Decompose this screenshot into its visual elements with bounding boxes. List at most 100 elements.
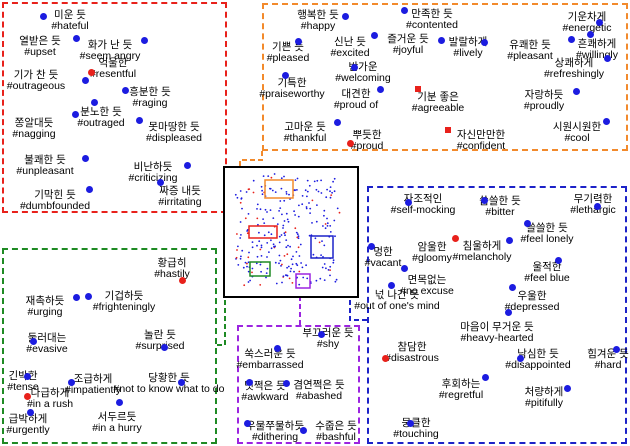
word-korean: 침울하게 — [462, 240, 502, 252]
word-english-tag: #melancholy — [452, 251, 512, 263]
overview-point — [293, 270, 295, 273]
overview-point — [309, 207, 312, 210]
overview-point — [265, 276, 267, 279]
word-english-tag: #dithering — [251, 431, 299, 443]
purple-zoom-box — [295, 273, 311, 289]
word-label-depressed: 우울한#depressed — [505, 291, 560, 313]
overview-point — [247, 188, 250, 191]
word-dot-marker — [245, 378, 253, 386]
overview-point — [285, 191, 288, 193]
overview-point — [279, 200, 282, 202]
word-dot-marker — [333, 118, 341, 126]
word-label-welcoming: 반가운#welcoming — [335, 62, 390, 84]
overview-point — [295, 231, 298, 234]
overview-point — [326, 222, 329, 225]
overview-point — [323, 263, 326, 265]
word-label-proudly: 자랑하듯#proudly — [524, 90, 564, 112]
highlight-dot-marker — [178, 276, 186, 284]
word-english-tag: #energetic — [562, 22, 612, 34]
word-label-outraged: 분노한 듯#outraged — [77, 107, 124, 129]
word-dot-marker — [115, 398, 123, 406]
word-korean: 울적한 — [532, 261, 562, 273]
overview-point — [338, 211, 341, 214]
overview-point — [296, 233, 299, 236]
overview-point — [315, 188, 318, 191]
overview-point — [289, 245, 291, 248]
overview-point — [305, 264, 307, 267]
word-korean: 다급하게 — [30, 387, 70, 399]
word-dot-marker — [281, 71, 289, 79]
word-english-tag: #raging — [132, 97, 168, 109]
word-english-tag: #disappointed — [505, 359, 571, 371]
overview-point — [260, 255, 263, 257]
word-english-tag: #welcoming — [335, 72, 391, 84]
overview-point — [332, 259, 335, 262]
overview-point — [280, 187, 283, 190]
overview-point — [259, 284, 262, 286]
word-label-self-mocking: 자조적인#self-mocking — [391, 194, 456, 216]
overview-point — [301, 195, 304, 197]
overview-point — [270, 176, 273, 179]
word-korean: 기쁜 듯 — [272, 41, 304, 53]
highlight-dot-marker — [381, 354, 389, 362]
overview-point — [246, 230, 248, 232]
overview-point — [267, 175, 270, 177]
word-dot-marker — [71, 110, 79, 118]
word-label-disappointed: 낙심한 듯#disappointed — [505, 349, 570, 371]
word-label-outrageous: 기가 찬 듯#outrageous — [7, 70, 65, 92]
word-korean: 멍한 — [373, 246, 393, 258]
overview-point — [316, 179, 319, 182]
word-label-dithering: 우물쭈물하듯#dithering — [246, 421, 304, 443]
word-dot-marker — [23, 372, 31, 380]
word-english-tag: #out of one's mind — [354, 300, 440, 312]
overview-point — [270, 247, 273, 250]
overview-point — [287, 265, 290, 268]
overview-point — [259, 208, 262, 211]
overview-point — [247, 256, 250, 259]
word-korean: 뭉클한 — [401, 417, 431, 429]
word-dot-marker — [400, 264, 408, 272]
word-korean: 둘러대는 — [27, 332, 67, 344]
word-english-tag: #touching — [393, 428, 439, 440]
word-korean: 당황한 듯 — [148, 372, 190, 384]
word-korean: 반가운 — [348, 61, 378, 73]
overview-point — [306, 277, 309, 280]
red-zoom-box — [248, 225, 278, 239]
word-english-tag: #awkward — [241, 391, 289, 403]
overview-point — [329, 186, 332, 188]
word-dot-marker — [177, 378, 185, 386]
word-label-no-excuse: 면목없는#no excuse — [400, 275, 454, 297]
overview-point — [294, 214, 296, 216]
overview-point — [285, 246, 288, 249]
word-dot-marker — [341, 12, 349, 20]
word-dot-marker — [140, 36, 148, 44]
word-korean: 우물쭈물하듯 — [246, 420, 304, 432]
word-label-bashful: 수줍은 듯#bashful — [315, 421, 357, 443]
word-korean: 분노한 듯 — [80, 106, 122, 118]
word-english-tag: #vacant — [364, 257, 402, 269]
overview-point — [281, 213, 283, 216]
overview-point — [286, 218, 289, 221]
overview-point — [301, 266, 304, 269]
overview-point — [313, 180, 316, 183]
word-label-displeased: 못마땅한 듯#displeased — [146, 122, 202, 144]
word-korean: 자신만만한 — [456, 129, 506, 141]
word-label-urgently: 급박하게#urgently — [6, 414, 49, 436]
overview-point — [269, 209, 272, 211]
overview-point — [308, 234, 311, 237]
overview-point — [292, 255, 294, 258]
overview-point — [301, 203, 304, 206]
overview-point — [242, 266, 245, 269]
word-dot-marker — [602, 117, 610, 125]
overview-point — [332, 261, 335, 264]
overview-point — [286, 266, 288, 269]
overview-point — [239, 237, 242, 239]
word-english-tag: #impatiently — [64, 384, 122, 396]
overview-point — [262, 218, 264, 220]
word-korean: 기특한 — [277, 77, 307, 89]
overview-point — [329, 265, 332, 268]
word-korean: 재촉하듯 — [25, 295, 65, 307]
word-korean: 즐거운 듯 — [387, 33, 429, 45]
overview-point — [259, 263, 262, 266]
overview-point — [263, 222, 266, 224]
